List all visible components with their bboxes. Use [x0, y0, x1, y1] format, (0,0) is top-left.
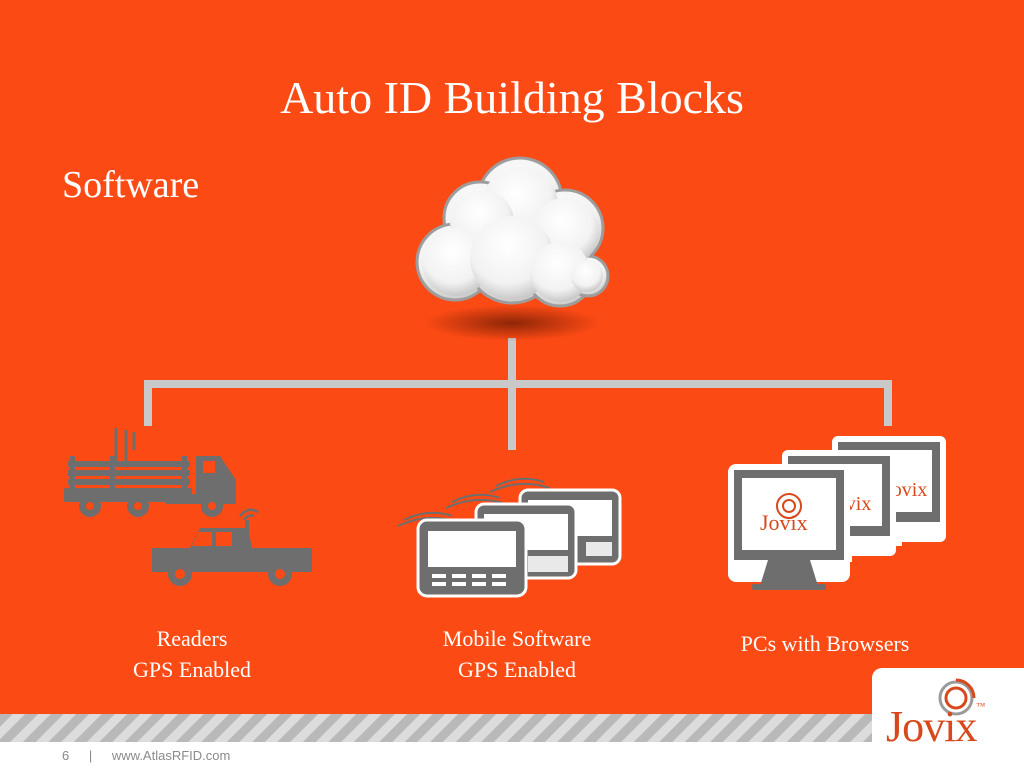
mobile-devices-icon	[397, 477, 622, 598]
footer-separator: |	[88, 748, 93, 763]
page-number: 6	[62, 748, 70, 763]
monitors-icon: Jovix Jovix Jovix	[728, 436, 946, 590]
slide-subtitle: Software	[62, 164, 200, 206]
slide-title: Auto ID Building Blocks	[280, 72, 744, 123]
caption-line: PCs with Browsers	[740, 631, 910, 656]
caption-line: Readers	[156, 626, 228, 651]
footer-bar	[0, 742, 1024, 768]
monitor-logo-text: Jovix	[760, 510, 808, 535]
jovix-logo: Jovix™	[872, 668, 1024, 768]
connector-lines	[144, 338, 892, 450]
caption-mobile-software: Mobile Software GPS Enabled	[397, 623, 637, 685]
cloud-icon	[415, 156, 610, 341]
caption-readers: Readers GPS Enabled	[92, 623, 292, 685]
footer-stripe	[0, 714, 1024, 742]
caption-line: Mobile Software	[442, 626, 592, 651]
caption-pcs: PCs with Browsers	[700, 628, 950, 659]
logo-trademark: ™	[976, 701, 985, 711]
footer: 6 | www.AtlasRFID.com	[62, 748, 230, 763]
caption-line: GPS Enabled	[133, 657, 251, 682]
caption-line: GPS Enabled	[458, 657, 576, 682]
logo-text: Jovix	[886, 702, 977, 751]
vehicles-icon	[64, 428, 312, 586]
footer-url[interactable]: www.AtlasRFID.com	[111, 748, 231, 763]
logo-swirl-icon	[938, 678, 976, 716]
